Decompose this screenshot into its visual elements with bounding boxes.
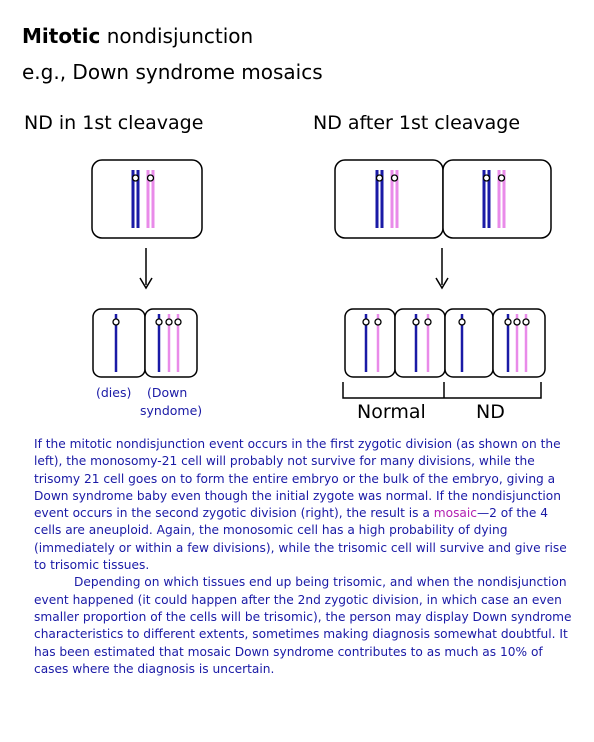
centromere bbox=[112, 318, 120, 326]
right-arrow bbox=[435, 248, 449, 290]
title-rest: nondisjunction bbox=[100, 24, 254, 48]
monosomic-cell bbox=[444, 308, 494, 378]
paragraph-1: If the mitotic nondisjunction event occu… bbox=[34, 437, 567, 573]
title-bold: Mitotic bbox=[22, 24, 101, 48]
label-nd: ND bbox=[476, 401, 505, 423]
left-heading: ND in 1st cleavage bbox=[24, 112, 204, 134]
centromere bbox=[513, 318, 521, 326]
label-down-2: syndome) bbox=[140, 403, 203, 418]
label-down-1: (Down bbox=[147, 385, 188, 400]
centromere bbox=[482, 174, 491, 182]
centromere bbox=[165, 318, 173, 326]
monosomic-cell bbox=[92, 308, 146, 378]
centromere bbox=[375, 174, 384, 182]
centromere bbox=[174, 318, 182, 326]
left-daughter-cells bbox=[92, 308, 198, 378]
centromere bbox=[497, 174, 506, 182]
normal-cell bbox=[344, 308, 396, 378]
centromere bbox=[424, 318, 432, 326]
centromere bbox=[390, 174, 399, 182]
page-subtitle: e.g., Down syndrome mosaics bbox=[22, 60, 323, 84]
trisomic-cell bbox=[492, 308, 546, 378]
right-two-cell-embryo bbox=[334, 159, 552, 239]
centromere bbox=[522, 318, 530, 326]
mosaic-term: mosaic bbox=[433, 506, 477, 521]
centromere bbox=[374, 318, 382, 326]
right-heading: ND after 1st cleavage bbox=[313, 112, 521, 134]
centromere bbox=[131, 174, 140, 182]
label-normal: Normal bbox=[357, 401, 426, 423]
left-arrow bbox=[139, 248, 153, 290]
right-four-cell-embryo bbox=[344, 308, 546, 378]
normal-cell bbox=[394, 308, 446, 378]
left-zygote bbox=[91, 159, 203, 239]
centromere bbox=[504, 318, 512, 326]
centromere bbox=[412, 318, 420, 326]
blastomere-left bbox=[334, 159, 444, 239]
centromere bbox=[146, 174, 155, 182]
label-dies: (dies) bbox=[96, 385, 132, 400]
blastomere-right bbox=[442, 159, 552, 239]
centromere bbox=[362, 318, 370, 326]
centromere bbox=[458, 318, 466, 326]
brackets bbox=[342, 382, 542, 399]
paragraph-2: Depending on which tissues end up being … bbox=[34, 575, 572, 676]
explanation-text: If the mitotic nondisjunction event occu… bbox=[34, 436, 579, 678]
page-title: Mitotic nondisjunction bbox=[22, 24, 253, 48]
centromere bbox=[155, 318, 163, 326]
